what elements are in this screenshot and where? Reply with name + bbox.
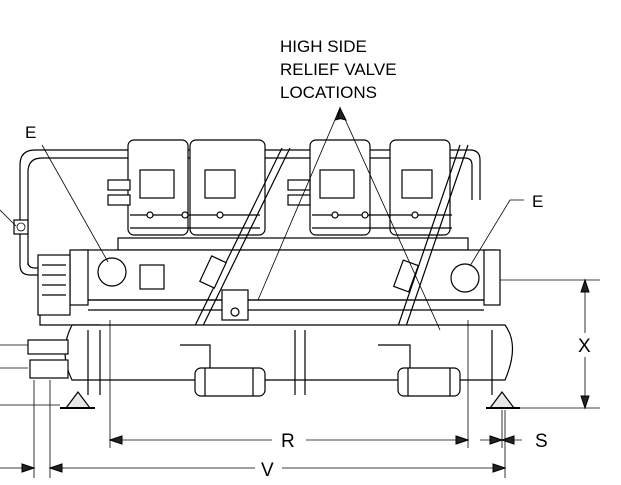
- dimension-x-label: X: [578, 336, 591, 357]
- left-piping: [13, 219, 100, 326]
- relief-valve-label-line2: RELIEF VALVE: [280, 60, 397, 79]
- discharge-pipe-left: [187, 147, 291, 341]
- lower-vessel-left: [180, 344, 266, 397]
- upper-piping-frame: [19, 149, 481, 276]
- lower-vessel-right: [378, 344, 461, 397]
- e-callout-right: E: [532, 192, 543, 211]
- e-left-leader: [41, 144, 109, 263]
- e-right-leader: [469, 199, 524, 267]
- mounting-feet: [60, 391, 520, 409]
- dimension-v-label: V: [261, 460, 274, 481]
- relief-valve-leaders: [257, 106, 441, 331]
- relief-valve-label-line1: HIGH SIDE: [280, 37, 367, 56]
- dimension-r: [108, 320, 470, 448]
- dimension-v: [48, 380, 507, 478]
- dimension-x: [500, 278, 600, 410]
- compressor-group-left: [107, 139, 266, 236]
- dimension-r-label: R: [281, 431, 295, 452]
- access-port-right: [450, 263, 480, 293]
- dimension-s-label: S: [535, 431, 548, 452]
- left-edge-leader: [0, 209, 17, 227]
- relief-valve-label-line3: LOCATIONS: [280, 83, 377, 102]
- e-callout-left: E: [25, 123, 36, 142]
- dimension-left-partial: [0, 344, 60, 478]
- compressor-group-right: [287, 139, 452, 236]
- dimension-s: [480, 410, 522, 448]
- lower-shell: [27, 324, 514, 395]
- access-port-left: [97, 257, 127, 287]
- upper-shell: [69, 249, 501, 321]
